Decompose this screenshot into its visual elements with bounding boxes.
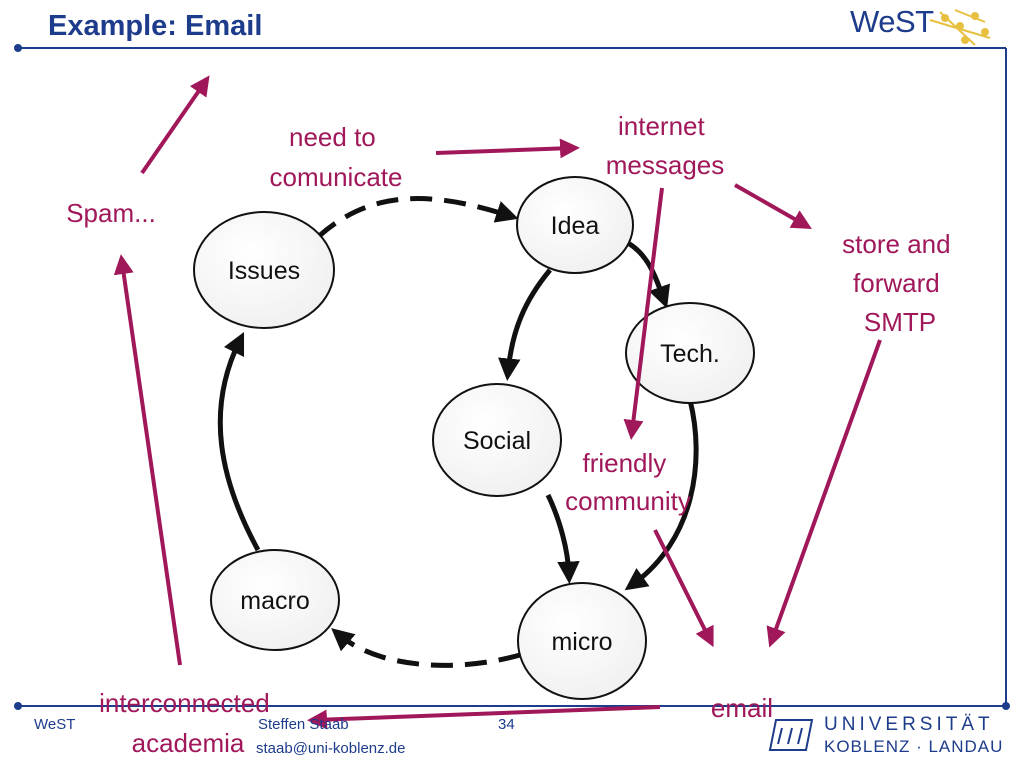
label-email: email	[711, 693, 773, 723]
node-tech: Tech.	[625, 302, 755, 404]
node-label: micro	[551, 628, 612, 656]
slide-frame	[14, 44, 1010, 710]
edge-micro-macro	[331, 628, 521, 668]
arrow-internet-store	[734, 183, 812, 229]
cycle-edges	[217, 196, 699, 668]
university-location: KOBLENZ · LANDAU	[824, 737, 1004, 756]
page-number: 34	[498, 716, 515, 733]
arrow-need-internet	[435, 138, 580, 159]
edge-idea-tech	[626, 240, 671, 309]
label-store: store and forward SMTP	[842, 229, 958, 337]
footer-west: WeST	[34, 716, 76, 733]
edge-social-micro	[545, 493, 580, 584]
edge-macro-issues	[217, 331, 261, 552]
arrow-internet-friendly	[623, 187, 664, 440]
node-label: Issues	[228, 257, 300, 285]
arrow-email-academia	[307, 705, 661, 730]
arrow-store-email	[766, 339, 882, 648]
node-label: Social	[463, 427, 531, 455]
arrow-spam-up	[140, 75, 210, 175]
west-logo: WeST	[850, 4, 934, 39]
label-academia: interconnected academia	[99, 688, 277, 758]
university-name: UNIVERSITÄT	[824, 714, 994, 735]
label-internet: internet messages	[606, 111, 725, 180]
edge-tech-micro	[624, 399, 699, 591]
label-friendly: friendly community	[565, 448, 691, 516]
slide-title: Example: Email	[48, 10, 263, 42]
footer-email: staab@uni-koblenz.de	[256, 740, 406, 757]
node-label: macro	[240, 587, 309, 615]
node-idea: Idea	[516, 176, 634, 274]
concept-labels: need to comunicate internet messages Spa…	[66, 111, 958, 758]
node-social: Social	[432, 383, 562, 497]
label-need: need to comunicate	[270, 122, 403, 192]
edge-idea-social	[498, 268, 552, 381]
footer-author: Steffen Staab	[258, 716, 349, 733]
university-crest-icon	[768, 719, 814, 751]
node-label: Tech.	[660, 340, 720, 368]
node-label: Idea	[551, 212, 600, 240]
node-micro: micro	[517, 582, 647, 700]
arrow-friendly-email	[653, 529, 714, 648]
flow-arrows	[113, 75, 882, 730]
node-issues: Issues	[193, 211, 335, 329]
node-macro: macro	[210, 549, 340, 651]
edge-issues-idea	[316, 196, 519, 239]
arrow-academia-spam	[113, 254, 182, 666]
label-spam: Spam...	[66, 198, 156, 228]
west-logo-network-icon	[929, 9, 991, 46]
